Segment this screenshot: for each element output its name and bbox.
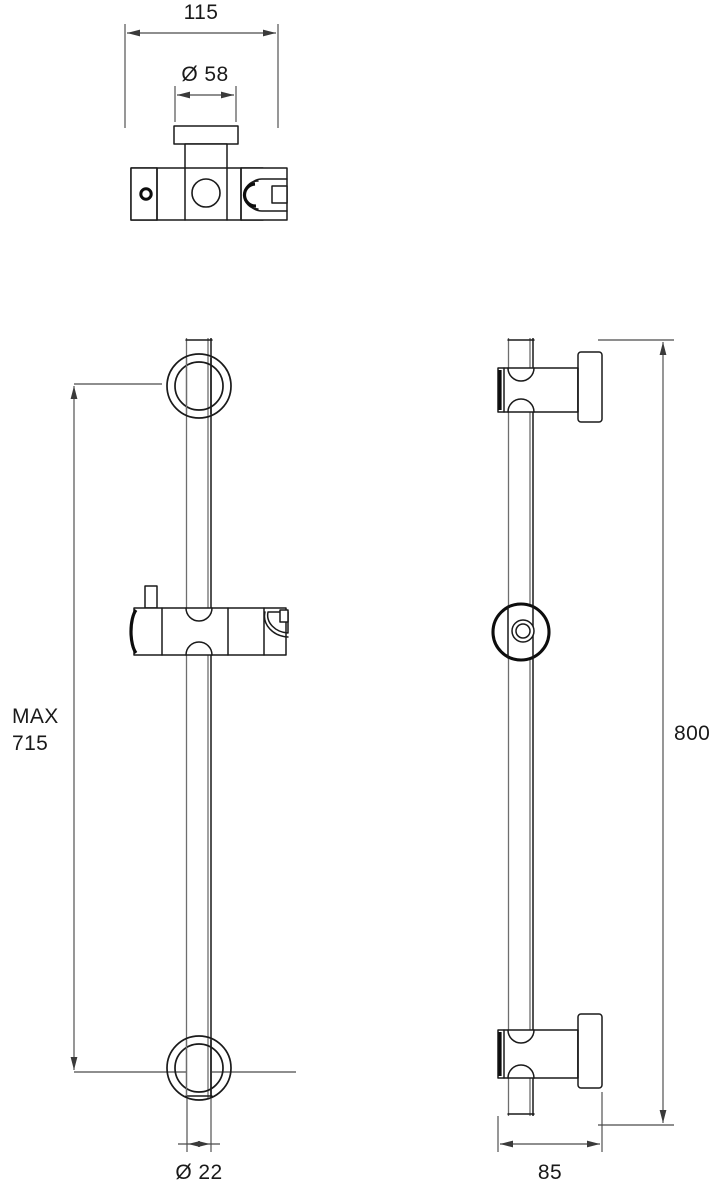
dimension-115-label: 115 [184, 1, 219, 24]
dimension-85-group: 85 [497, 1092, 603, 1184]
front-elevation-group: MAX 715 [12, 338, 296, 1184]
front-top-bracket [166, 353, 232, 419]
side-bottom-bracket [497, 1013, 603, 1089]
dimension-800-group: 800 [598, 339, 710, 1126]
front-rail-tube [185, 338, 213, 1098]
side-slider-holder [491, 602, 551, 662]
dimension-85-label: 85 [538, 1161, 562, 1184]
dimension-d22-label: Ø 22 [175, 1161, 222, 1184]
dimension-d58-label: Ø 58 [181, 63, 228, 86]
front-slider-holder [129, 585, 289, 656]
top-view-group: 115 Ø 58 [124, 1, 288, 221]
dimension-715-label: 715 [12, 732, 48, 755]
side-top-bracket [497, 351, 603, 423]
dimension-800-label: 800 [674, 722, 710, 745]
dimension-115-group: 115 [124, 1, 279, 128]
top-view-bracket [130, 125, 288, 221]
side-elevation-group: 800 [491, 338, 710, 1184]
dimension-max-715-group: MAX 715 [12, 383, 296, 1073]
front-bottom-bracket [166, 1035, 232, 1101]
dimension-d58-group: Ø 58 [174, 63, 237, 122]
dimension-max-label: MAX [12, 705, 59, 728]
side-rail-tube [507, 338, 535, 1116]
dimension-d22-group: Ø 22 [175, 1098, 222, 1184]
